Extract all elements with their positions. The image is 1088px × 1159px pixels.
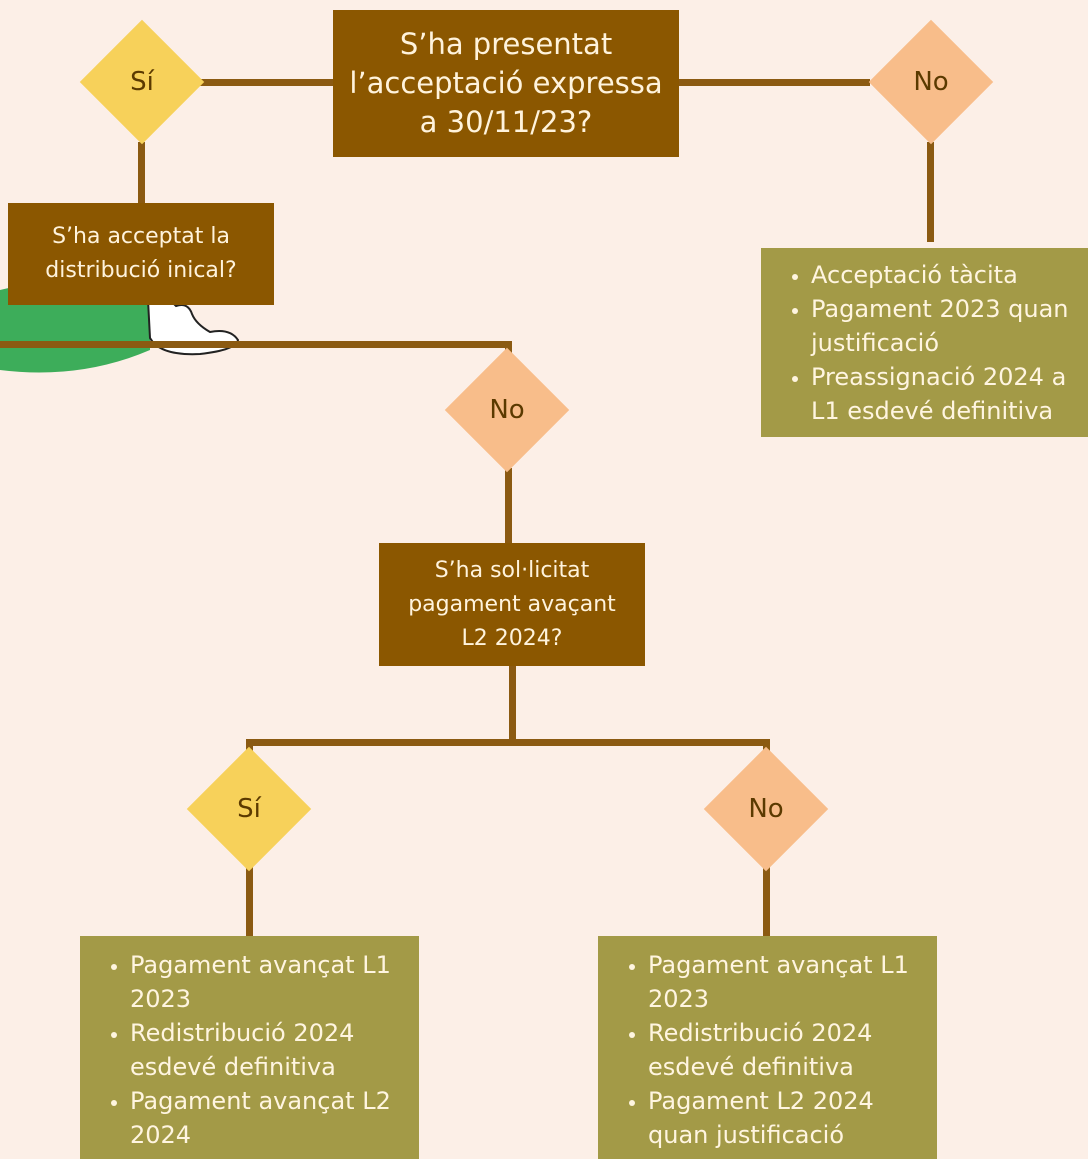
result-no-item: Redistribució 2024 esdevé definitiva: [648, 1016, 937, 1084]
distribution-no-label-wrap: No: [445, 348, 569, 472]
connector-q2-horizontal: [0, 341, 512, 348]
decision-no-label: No: [913, 67, 949, 97]
decision-no-label-wrap: No: [869, 20, 993, 144]
result-yes-box: Pagament avançat L1 2023 Redistribució 2…: [80, 936, 419, 1159]
result-tacit-item: Acceptació tàcita: [811, 258, 1088, 292]
result-no-box: Pagament avançat L1 2023 Redistribució 2…: [598, 936, 937, 1159]
result-tacit-item: Preassignació 2024 a L1 esdevé definitiv…: [811, 360, 1088, 428]
result-yes-item: Redistribució 2024 esdevé definitiva: [130, 1016, 419, 1084]
question-acceptance-box: S’ha presentat l’acceptació expressa a 3…: [333, 10, 679, 157]
connector-q3-down: [509, 664, 516, 742]
advance-yes-label-wrap: Sí: [187, 747, 311, 871]
result-tacit-box: Acceptació tàcita Pagament 2023 quan jus…: [761, 248, 1088, 437]
result-tacit-list: Acceptació tàcita Pagament 2023 quan jus…: [761, 258, 1088, 428]
advance-no-label-wrap: No: [704, 747, 828, 871]
connector-q1-no: [678, 79, 870, 86]
question-advance-payment-text: S’ha sol·licitat pagament avaçant L2 202…: [408, 557, 616, 651]
connector-q3-horizontal: [246, 739, 770, 746]
result-no-item: Pagament L2 2024 quan justificació: [648, 1084, 937, 1152]
connector-yes-result: [246, 865, 253, 937]
connector-no-q3: [505, 468, 512, 544]
connector-q2-no: [505, 341, 512, 353]
connector-no-result: [763, 865, 770, 937]
connector-q3-no-up: [763, 739, 770, 753]
hand-sketch-icon: [147, 299, 240, 356]
connector-yes-q2: [138, 142, 145, 204]
result-tacit-item: Pagament 2023 quan justificació: [811, 292, 1088, 360]
result-no-item: Pagament avançat L1 2023: [648, 948, 937, 1016]
question-acceptance-text: S’ha presentat l’acceptació expressa a 3…: [349, 27, 663, 139]
connector-q3-yes-up: [246, 739, 253, 753]
connector-q1-yes: [200, 79, 335, 86]
connector-no-tacit: [927, 142, 934, 242]
result-no-list: Pagament avançat L1 2023 Redistribució 2…: [598, 948, 937, 1152]
advance-no-label: No: [748, 794, 784, 824]
question-advance-payment-box: S’ha sol·licitat pagament avaçant L2 202…: [379, 543, 645, 666]
result-yes-item: Pagament avançat L1 2023: [130, 948, 419, 1016]
decision-yes-label: Sí: [130, 67, 154, 97]
distribution-no-label: No: [489, 395, 525, 425]
question-distribution-box: S’ha acceptat la distribució inical?: [8, 203, 274, 305]
decision-yes-label-wrap: Sí: [80, 20, 204, 144]
result-yes-item: Pagament avançat L2 2024: [130, 1084, 419, 1152]
advance-yes-label: Sí: [237, 794, 261, 824]
question-distribution-text: S’ha acceptat la distribució inical?: [45, 224, 237, 283]
result-yes-list: Pagament avançat L1 2023 Redistribució 2…: [80, 948, 419, 1152]
